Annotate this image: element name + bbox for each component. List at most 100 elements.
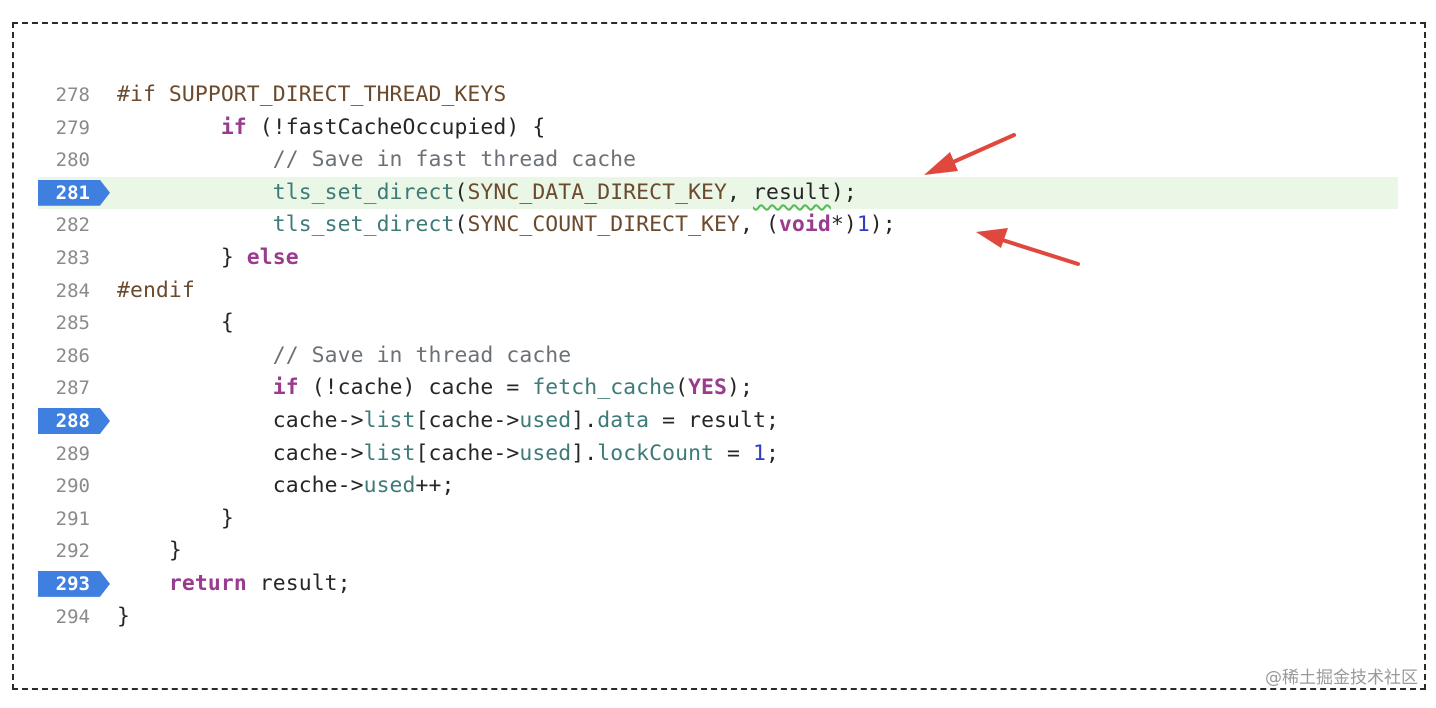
breakpoint-marker[interactable]: [38, 570, 110, 597]
line-number[interactable]: 289: [55, 442, 90, 465]
code-token: ,: [727, 179, 753, 205]
code-line-breakpoint: 288 cache->list[cache->used].data = resu…: [38, 405, 1398, 438]
line-number[interactable]: 291: [55, 507, 90, 530]
breakpoint-marker[interactable]: [38, 407, 110, 434]
line-number[interactable]: 294: [55, 605, 90, 628]
code-text: }: [117, 601, 130, 634]
code-line: 294}: [38, 601, 1398, 634]
code-token: }: [117, 603, 130, 629]
line-number[interactable]: 282: [55, 214, 90, 237]
code-token: used: [519, 407, 572, 433]
code-token: #endif: [117, 277, 195, 303]
code-text: #if SUPPORT_DIRECT_THREAD_KEYS: [117, 79, 506, 112]
code-token: 1: [856, 212, 870, 238]
code-token: 1: [752, 440, 766, 466]
code-text: if (!fastCacheOccupied) {: [117, 112, 545, 145]
line-number[interactable]: 292: [55, 540, 90, 563]
red-arrow-icon: [924, 133, 1016, 175]
code-token: }: [117, 538, 182, 564]
code-token: return: [168, 570, 247, 596]
code-token: }: [117, 505, 234, 531]
code-token: (!fastCacheOccupied) {: [246, 114, 546, 140]
code-token: SYNC_DATA_DIRECT_KEY: [467, 179, 728, 205]
code-token: (!cache) cache =: [298, 375, 533, 401]
code-token: lockCount: [597, 440, 715, 466]
code-line: 289 cache->list[cache->used].lockCount =…: [38, 438, 1398, 471]
code-text: {: [117, 307, 234, 340]
code-line: 286 // Save in thread cache: [38, 340, 1398, 373]
code-token: ].: [571, 440, 598, 466]
code-token: tls_set_direct: [272, 212, 455, 238]
code-line: 285 {: [38, 307, 1398, 340]
code-token: {: [117, 310, 234, 336]
code-line: 279 if (!fastCacheOccupied) {: [38, 112, 1398, 145]
code-token: tls_set_direct: [272, 179, 455, 205]
code-token: );: [727, 375, 753, 401]
code-token: (: [454, 212, 468, 238]
code-text: // Save in thread cache: [117, 340, 571, 373]
code-token: #if SUPPORT_DIRECT_THREAD_KEYS: [117, 82, 507, 107]
line-number[interactable]: 278: [55, 84, 90, 106]
code-line-breakpoint: 281 tls_set_direct(SYNC_DATA_DIRECT_KEY,…: [38, 176, 1398, 210]
code-line: 290 cache->used++;: [38, 470, 1398, 503]
line-number[interactable]: 279: [55, 116, 90, 139]
line-number[interactable]: 288: [55, 409, 90, 432]
code-text: if (!cache) cache = fetch_cache(YES);: [117, 372, 753, 405]
code-line: 287 if (!cache) cache = fetch_cache(YES)…: [38, 372, 1398, 405]
line-number[interactable]: 280: [55, 149, 90, 172]
line-number[interactable]: 290: [55, 475, 90, 498]
code-token: used: [519, 440, 572, 466]
code-text: } else: [117, 242, 299, 275]
code-token: cache->: [117, 473, 364, 499]
code-text: return result;: [117, 568, 351, 601]
code-text: #endif: [117, 275, 195, 308]
code-line: 291 }: [38, 503, 1398, 536]
code-text: // Save in fast thread cache: [117, 144, 636, 177]
code-token: result;: [246, 570, 351, 596]
code-token: // Save in fast thread cache: [272, 147, 637, 173]
code-token: if: [220, 114, 247, 140]
code-token: );: [830, 179, 857, 205]
code-text: tls_set_direct(SYNC_COUNT_DIRECT_KEY, (v…: [117, 209, 896, 242]
line-number[interactable]: 286: [55, 344, 90, 367]
code-token: = result;: [649, 407, 779, 433]
code-token: result: [752, 179, 831, 205]
line-number[interactable]: 281: [55, 181, 90, 204]
code-line: 283 } else: [38, 242, 1398, 275]
code-token: );: [869, 212, 896, 238]
code-token: , (: [739, 212, 779, 238]
code-token: YES: [688, 375, 728, 401]
code-token: SYNC_COUNT_DIRECT_KEY: [467, 212, 740, 238]
line-number[interactable]: 285: [55, 312, 90, 335]
red-arrow-icon: [976, 228, 1080, 266]
line-number[interactable]: 293: [55, 572, 90, 595]
code-token: list: [363, 440, 416, 466]
code-token: if: [272, 375, 299, 401]
code-token: ++;: [415, 473, 455, 499]
code-text: cache->list[cache->used].data = result;: [117, 405, 779, 438]
code-token: [cache->: [415, 407, 520, 433]
code-text: cache->used++;: [117, 470, 455, 503]
code-line-breakpoint: 293 return result;: [38, 568, 1398, 601]
code-token: data: [597, 407, 650, 433]
code-text: tls_set_direct(SYNC_DATA_DIRECT_KEY, res…: [117, 177, 857, 210]
code-token: // Save in thread cache: [272, 342, 572, 368]
code-token: cache->: [117, 407, 364, 433]
code-token: [cache->: [415, 440, 520, 466]
code-token: *): [830, 212, 857, 238]
line-number[interactable]: 283: [55, 246, 90, 269]
watermark: @稀土掘金技术社区: [1265, 668, 1418, 688]
code-token: ;: [765, 440, 779, 466]
line-number[interactable]: 284: [55, 279, 90, 302]
code-token: else: [246, 244, 299, 270]
code-token: =: [714, 440, 753, 466]
breakpoint-marker[interactable]: [38, 179, 110, 206]
code-text: cache->list[cache->used].lockCount = 1;: [117, 438, 779, 471]
line-number[interactable]: 287: [55, 377, 90, 400]
dashed-frame: [12, 22, 1426, 690]
code-token: ].: [571, 407, 598, 433]
code-token: (: [454, 179, 468, 205]
code-token: list: [363, 407, 416, 433]
code-token: cache->: [117, 440, 364, 466]
